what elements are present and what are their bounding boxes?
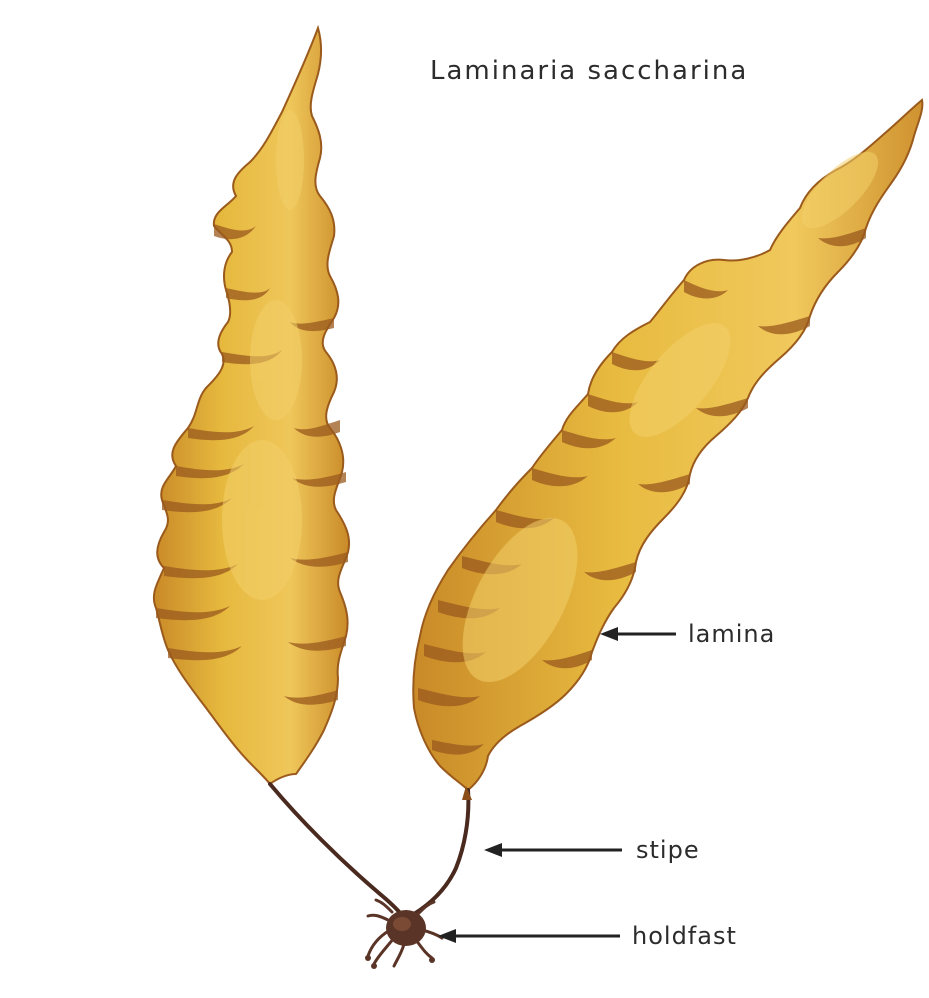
stipe-arrow: [484, 843, 622, 857]
stipes: [270, 784, 472, 918]
right-blade-highlights: [439, 141, 890, 701]
left-blade-body: [154, 28, 349, 784]
right-stipe: [414, 790, 468, 914]
holdfast: [365, 900, 442, 969]
lamina-label: lamina: [688, 620, 775, 648]
stipe-label: stipe: [636, 836, 700, 864]
diagram-title: Laminaria saccharina: [430, 56, 748, 86]
left-stipe: [270, 784, 404, 918]
left-blade: [154, 28, 349, 784]
holdfast-arrow: [438, 929, 620, 943]
holdfast-label: holdfast: [632, 922, 737, 950]
right-blade: [413, 100, 922, 790]
lamina-arrow: [600, 627, 676, 641]
